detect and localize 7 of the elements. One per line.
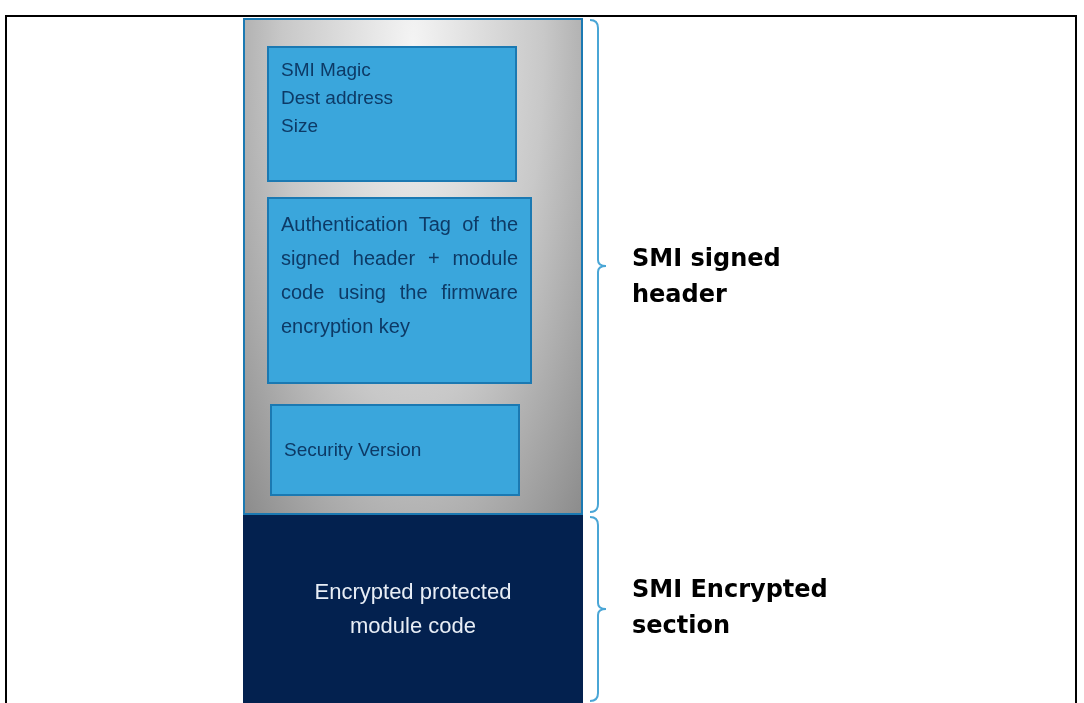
encrypted-section-box: Encrypted protected module code — [243, 515, 583, 703]
header-section-box — [243, 18, 583, 515]
field-box: Security Version — [270, 404, 520, 496]
section-label: SMI Encrypted section — [632, 574, 829, 641]
field-box: Authentication Tag of the signed header + module code using the firmware encryption key — [267, 197, 532, 384]
field-box: SMI Magic Dest address Size — [267, 46, 517, 182]
section-label: SMI signed header — [632, 243, 782, 310]
